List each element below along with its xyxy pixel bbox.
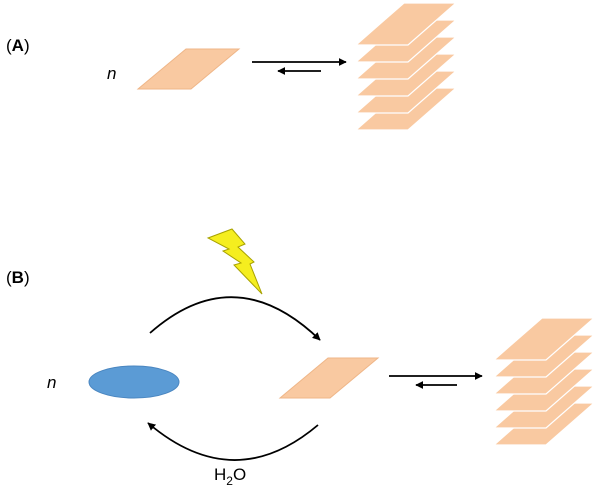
panel-a-stack-layer-1 xyxy=(354,2,458,46)
panel-a-count-label: n xyxy=(107,64,116,83)
panel-b-label: (B) xyxy=(6,268,30,287)
panel-b-count-label: n xyxy=(47,373,56,392)
panel-a: (A) n xyxy=(6,2,458,131)
panel-a-label: (A) xyxy=(6,36,30,55)
panel-a-stacked-sheets xyxy=(354,2,458,131)
panel-b-stacked-sheets xyxy=(492,317,596,446)
panel-b: (B) n H2O xyxy=(6,228,596,488)
panel-b-hydrolysis-arrow xyxy=(147,422,319,461)
panel-b-precursor-ellipse xyxy=(88,365,180,399)
panel-a-monomer-sheet xyxy=(136,48,241,90)
lightning-bolt-icon xyxy=(206,228,263,295)
panel-b-stack-layer-1 xyxy=(492,317,596,361)
panel-b-reagent-label: H2O xyxy=(214,465,246,488)
panel-b-monomer-sheet xyxy=(278,357,380,399)
panel-b-photo-conversion-arrow xyxy=(149,296,321,341)
